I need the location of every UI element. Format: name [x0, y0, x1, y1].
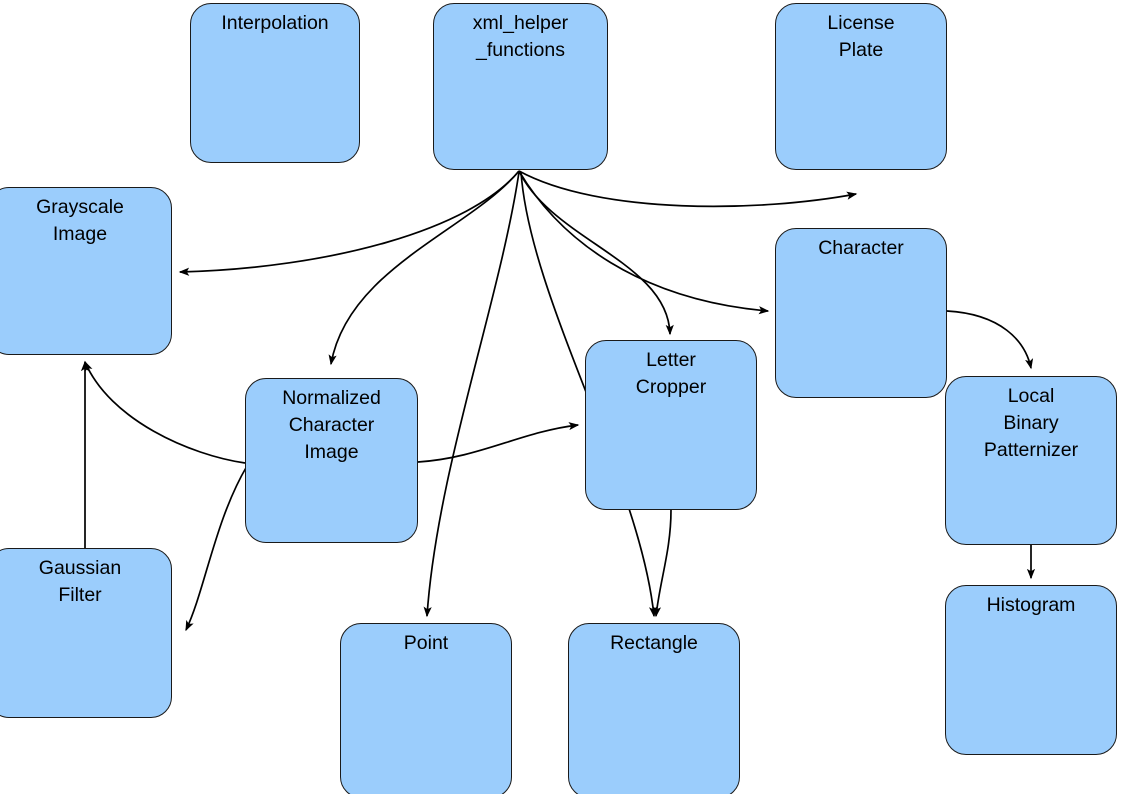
- node-label: Normalized Character Image: [282, 387, 381, 463]
- edge-xml_helper-to-letter_cropper: [518, 170, 674, 336]
- node-grayscale_image[interactable]: Grayscale Image: [0, 187, 172, 355]
- node-letter_cropper[interactable]: Letter Cropper: [585, 340, 757, 510]
- edge-xml_helper-to-point: [423, 171, 520, 618]
- node-label: Letter Cropper: [635, 349, 707, 398]
- node-label: Histogram: [986, 594, 1076, 616]
- node-label: Character: [818, 237, 904, 259]
- node-normalized_char[interactable]: Normalized Character Image: [245, 378, 418, 543]
- edge-letter_cropper-to-rectangle: [652, 509, 672, 618]
- node-label: Point: [403, 632, 449, 654]
- edge-xml_helper-to-character: [518, 170, 770, 315]
- edge-normalized_char-to-gaussian_filter: [185, 465, 248, 632]
- node-license_plate[interactable]: License Plate: [775, 3, 947, 170]
- node-label: Rectangle: [610, 632, 698, 654]
- node-point[interactable]: Point: [340, 623, 512, 794]
- node-histogram[interactable]: Histogram: [945, 585, 1117, 755]
- edge-xml_helper-to-grayscale_image: [178, 170, 520, 276]
- edge-normalized_char-to-grayscale_image: [84, 360, 246, 464]
- node-label: xml_helper _functions: [472, 12, 569, 61]
- edge-character-to-local_binary: [946, 310, 1034, 370]
- node-label: License Plate: [827, 12, 895, 61]
- edge-xml_helper-to-dangling-upper-right: [518, 170, 858, 208]
- node-label: Grayscale Image: [36, 196, 124, 245]
- node-label: Gaussian Filter: [38, 557, 122, 606]
- node-gaussian_filter[interactable]: Gaussian Filter: [0, 548, 172, 718]
- node-local_binary[interactable]: Local Binary Patternizer: [945, 376, 1117, 545]
- node-rectangle[interactable]: Rectangle: [568, 623, 740, 794]
- node-character[interactable]: Character: [775, 228, 947, 398]
- edge-normalized_char-to-letter_cropper: [417, 422, 580, 463]
- node-label: Interpolation: [221, 12, 329, 34]
- node-xml_helper[interactable]: xml_helper _functions: [433, 3, 608, 170]
- node-interpolation[interactable]: Interpolation: [190, 3, 360, 163]
- node-label: Local Binary Patternizer: [983, 385, 1079, 461]
- edge-xml_helper-to-normalized_char: [328, 170, 520, 366]
